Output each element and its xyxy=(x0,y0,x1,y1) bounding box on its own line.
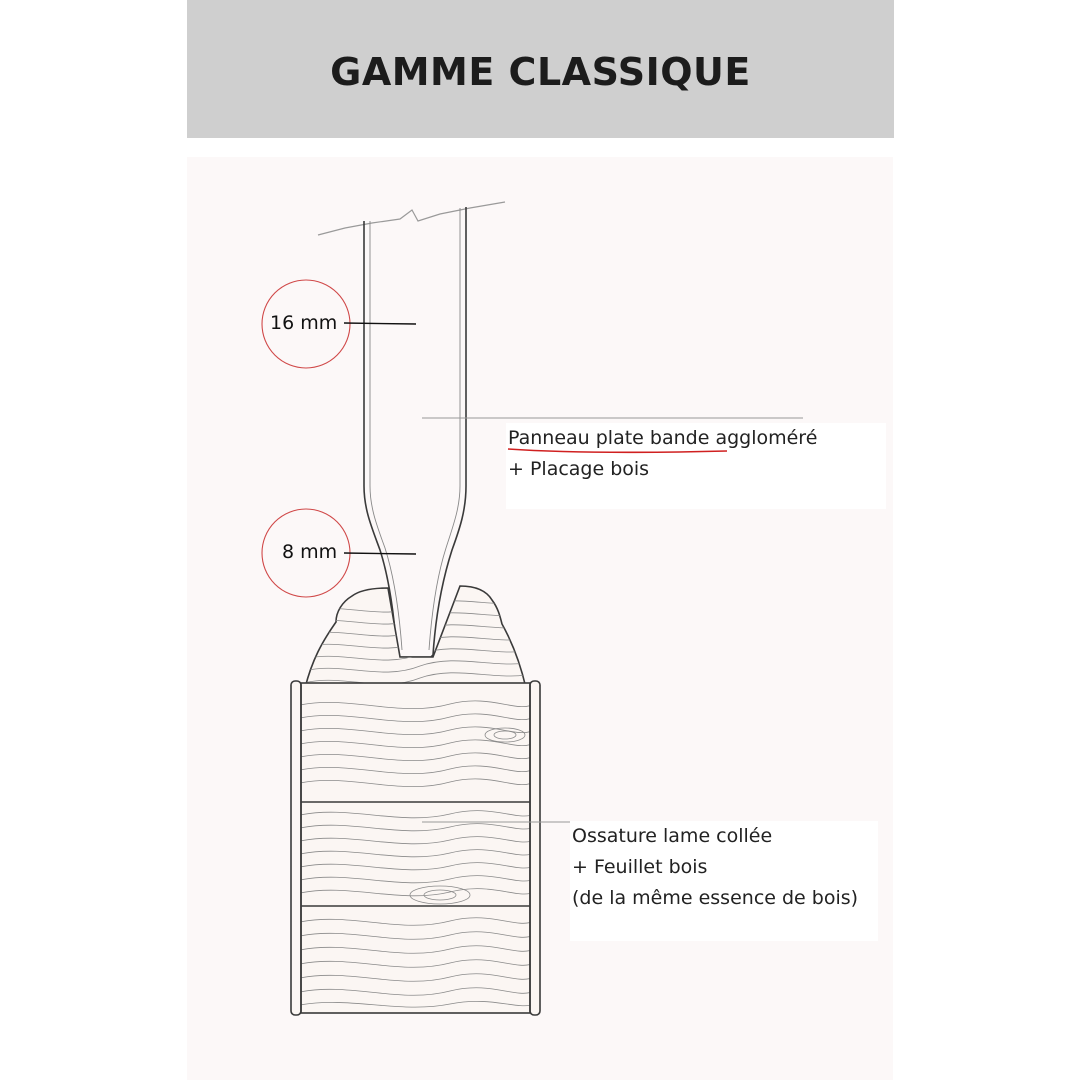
callout-panel: Panneau plate bande aggloméré + Placage … xyxy=(506,423,886,509)
red-underline xyxy=(507,448,728,454)
dimension-label-16mm: 16 mm xyxy=(270,312,338,334)
callout-panel-line2: + Placage bois xyxy=(508,458,650,480)
page-title: GAMME CLASSIQUE xyxy=(330,50,751,94)
callout-frame-line2: + Feuillet bois xyxy=(572,856,708,878)
leader-16mm xyxy=(343,322,417,325)
laminated-frame xyxy=(290,680,541,1016)
header-band: GAMME CLASSIQUE xyxy=(187,0,894,138)
callout-frame-line3: (de la même essence de bois) xyxy=(572,887,859,909)
leader-8mm xyxy=(343,552,417,555)
callout-panel-line1: Panneau plate bande aggloméré xyxy=(508,427,818,449)
break-line xyxy=(317,201,506,236)
dimension-label-8mm: 8 mm xyxy=(282,541,338,563)
frame-moulding xyxy=(303,585,528,689)
callout-frame-line1: Ossature lame collée xyxy=(572,825,773,847)
callout-frame: Ossature lame collée + Feuillet bois (de… xyxy=(570,821,878,941)
dimension-circle-16mm xyxy=(261,279,351,369)
